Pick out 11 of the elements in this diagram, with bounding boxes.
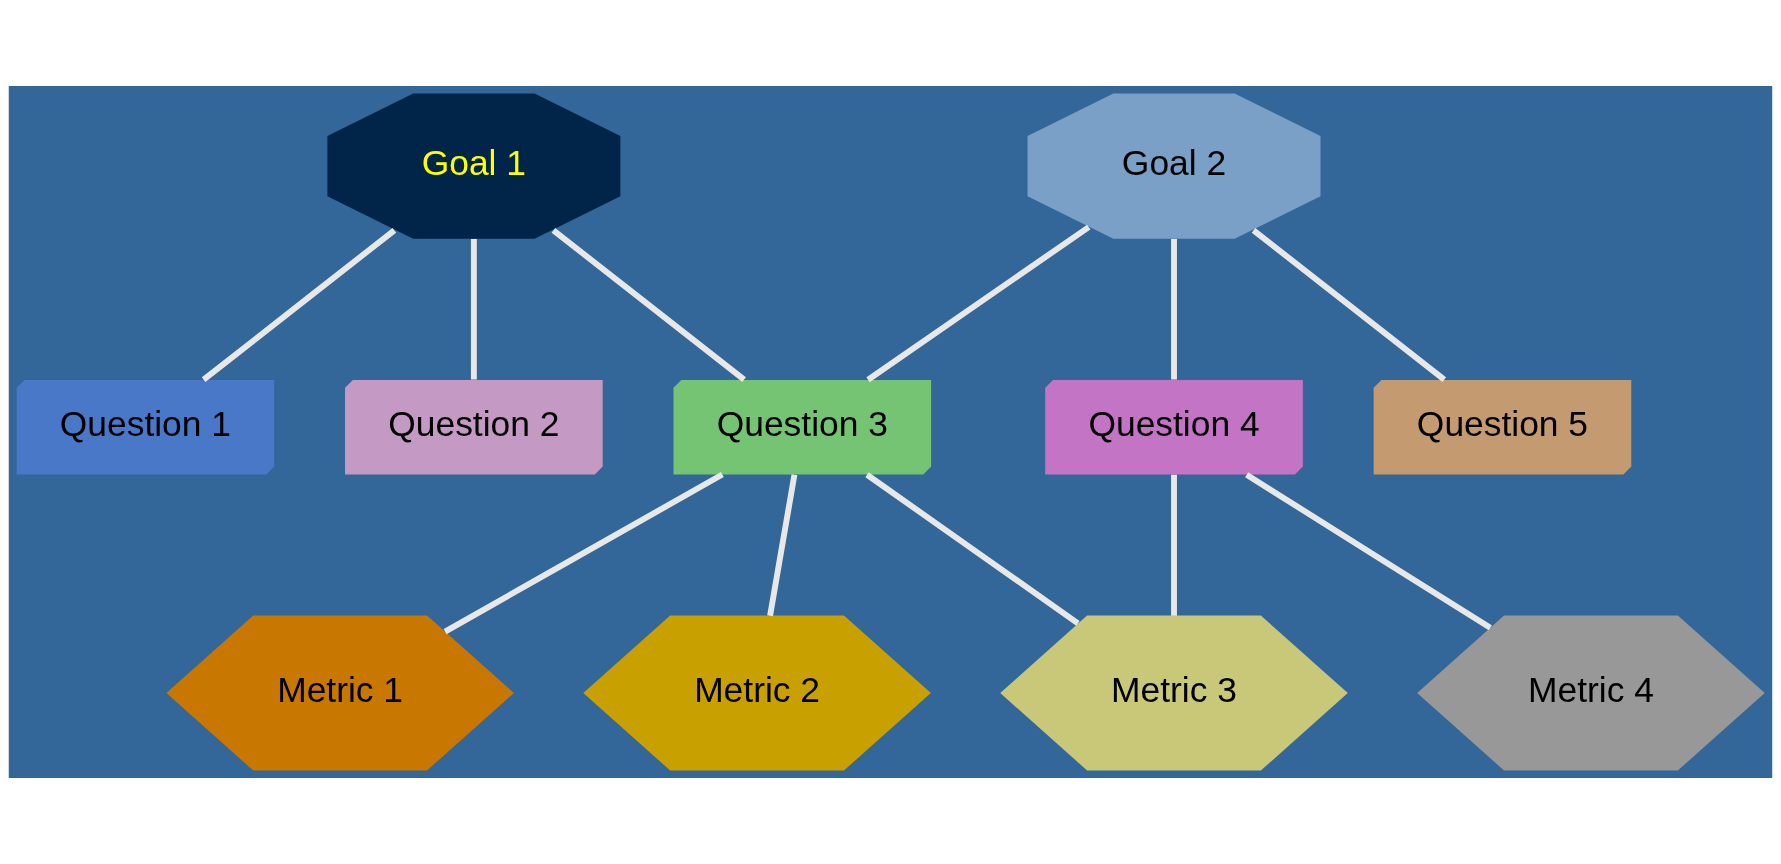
connector [866,224,1091,383]
connector [470,239,477,380]
connector [1251,228,1447,382]
connector [767,474,798,617]
connector [1171,239,1177,380]
connector [1171,474,1177,616]
connector [1245,472,1492,631]
connector [551,228,746,382]
connector [865,472,1080,626]
connector [443,471,724,635]
connector [201,228,397,382]
